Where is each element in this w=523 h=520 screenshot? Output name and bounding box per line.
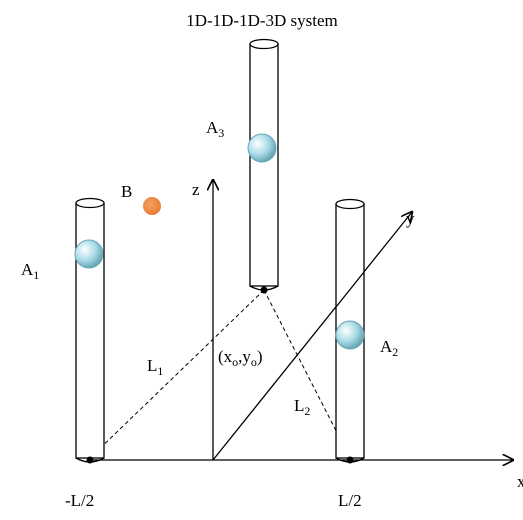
label-a3: A3 <box>206 118 224 140</box>
tube-a2-base-dot <box>346 456 354 464</box>
atom-b <box>143 197 161 215</box>
y-axis-label: y <box>406 209 415 228</box>
label-l2: L2 <box>294 396 310 418</box>
label-a2: A2 <box>380 337 398 359</box>
tube-a1 <box>75 197 105 463</box>
label-left-position: -L/2 <box>65 491 94 510</box>
l1-dashed-line <box>89 289 265 459</box>
tube-a3 <box>249 38 279 291</box>
label-a1: A1 <box>21 260 39 282</box>
label-point-xo-yo: (xo,yo) <box>218 347 263 369</box>
label-b: B <box>121 182 132 201</box>
label-right-position: L/2 <box>338 491 362 510</box>
label-l1: L1 <box>147 356 163 378</box>
tube-a3-tip-dot <box>260 286 268 294</box>
atom-a2 <box>335 320 365 350</box>
y-axis-overlay <box>335 271 365 308</box>
atom-a1 <box>74 239 104 269</box>
x-axis-label: x <box>517 472 523 491</box>
y-axis <box>212 212 412 461</box>
diagram-title: 1D-1D-1D-3D system <box>186 11 338 30</box>
z-axis-label: z <box>192 180 200 199</box>
tube-a1-base-dot <box>86 456 94 464</box>
atom-a3 <box>247 133 277 163</box>
